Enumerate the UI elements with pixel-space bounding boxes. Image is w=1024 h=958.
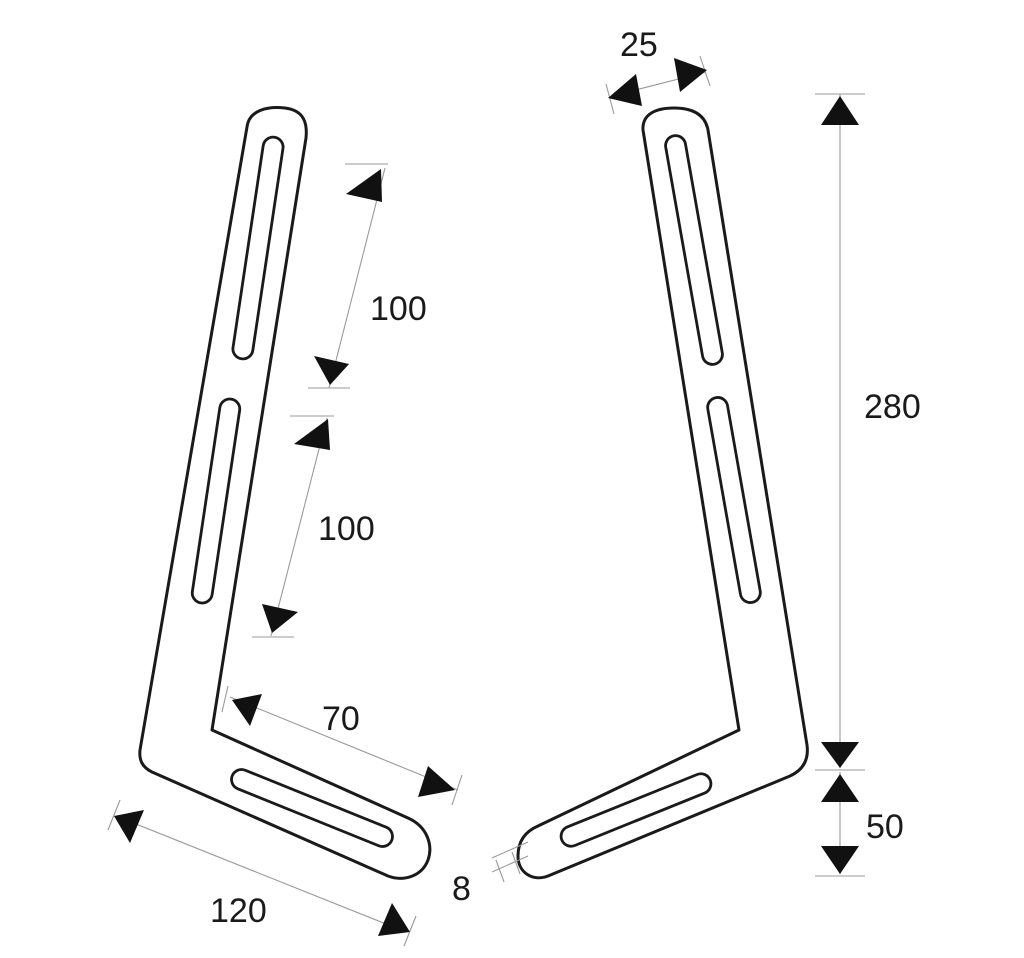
dimension-label: 280 xyxy=(864,388,921,426)
right-foot-slot xyxy=(559,772,713,848)
dimension-foot-offset: 70 xyxy=(221,685,463,806)
right-slot-lower xyxy=(706,396,762,604)
dimension-arrowhead xyxy=(262,604,298,633)
dimension-arrowhead xyxy=(346,169,382,202)
right-slot-upper xyxy=(664,134,724,366)
dimension-arrowhead xyxy=(232,694,262,726)
left-slot-upper xyxy=(231,135,285,361)
dimension-label: 50 xyxy=(866,808,904,846)
dimension-arrowhead xyxy=(821,96,859,125)
dimension-arrowhead xyxy=(418,766,455,797)
dimension-slot-width: 8 xyxy=(452,841,529,908)
dimension-bracket-width: 25 xyxy=(605,26,711,115)
dimension-arrowhead xyxy=(294,419,330,450)
dimension-arrowhead xyxy=(674,58,707,92)
dimension-label: 120 xyxy=(210,892,267,930)
dimension-slot-lower: 100 xyxy=(252,415,375,638)
dimension-upright-height: 280 xyxy=(815,93,921,771)
dimension-label: 25 xyxy=(620,26,658,64)
right-bracket-outline xyxy=(516,106,809,880)
dimension-label: 100 xyxy=(370,290,427,328)
dimension-arrowhead xyxy=(378,903,410,936)
dimension-arrowhead xyxy=(608,74,642,106)
dimension-label: 70 xyxy=(322,700,360,738)
dimension-label: 8 xyxy=(452,870,471,908)
dimension-arrowhead xyxy=(114,810,144,843)
left-foot-slot xyxy=(230,768,394,848)
left-slot-lower xyxy=(190,397,242,605)
dimension-foot-height: 50 xyxy=(815,772,904,877)
dimension-slot-upper: 100 xyxy=(308,163,427,389)
right-bracket xyxy=(516,106,809,880)
dimension-arrowhead xyxy=(821,774,859,802)
left-bracket xyxy=(138,106,432,880)
left-bracket-outline xyxy=(138,106,432,880)
dimension-foot-length: 120 xyxy=(107,799,417,947)
dimension-arrowhead xyxy=(821,742,859,768)
dimension-arrowhead xyxy=(314,356,349,385)
dimension-arrowhead xyxy=(821,846,859,874)
dimension-label: 100 xyxy=(318,510,375,548)
